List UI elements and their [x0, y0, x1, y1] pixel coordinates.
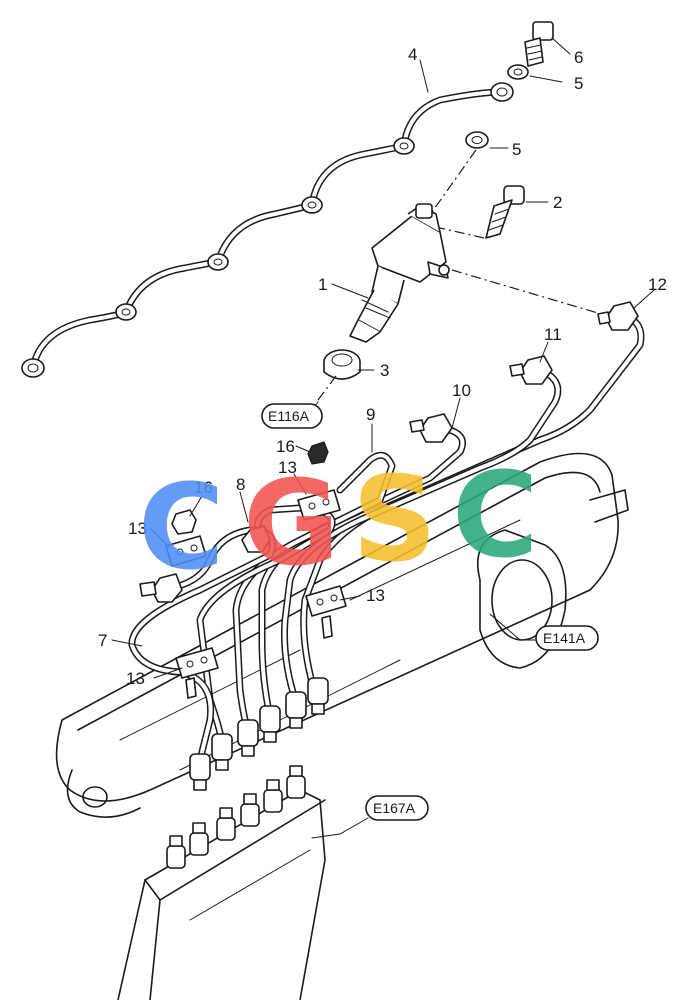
callout-12: 12: [648, 275, 667, 294]
heat-shield-3: [323, 349, 361, 380]
reference-e116a: E116A: [268, 408, 310, 424]
cgsc-watermark: C G S C: [138, 446, 539, 596]
pipe-end-nut-11: [509, 355, 553, 385]
callout-13-right: 13: [366, 586, 385, 605]
pipe-clamp-13-left: [165, 535, 207, 567]
reference-e141a: E141A: [543, 630, 586, 646]
callout-6: 6: [574, 48, 583, 67]
pipe-end-nut-8: [241, 525, 271, 553]
callout-7: 7: [98, 631, 107, 650]
pipe-end-nut-12: [597, 301, 639, 331]
watermark-letter-c2: C: [452, 446, 539, 584]
callout-11: 11: [544, 325, 562, 344]
lower-pipe-nuts: [189, 677, 329, 791]
callout-10: 10: [452, 381, 471, 400]
pipe-clamp-13-right: [305, 585, 347, 639]
callout-13-lower: 13: [126, 669, 145, 688]
reference-labels: E116A E141A E167A: [261, 403, 599, 821]
injection-nozzle-1: [349, 203, 450, 343]
watermark-letter-c1: C: [138, 458, 225, 596]
pipe-clamp-13-lower: [175, 647, 219, 699]
callout-2: 2: [553, 193, 562, 212]
pipe-clamp-13-center: [297, 489, 341, 521]
callout-4: 4: [408, 45, 417, 64]
callout-labels: 1 2 3 4 5 5 6 7 8 9 10 11 12 13 13 13 13…: [98, 45, 667, 688]
leak-off-pipe: [21, 82, 514, 378]
washer-5-lower: [465, 131, 489, 149]
callout-16-center: 16: [276, 437, 295, 456]
callout-8: 8: [236, 475, 245, 494]
callout-1: 1: [318, 275, 327, 294]
reference-e167a: E167A: [373, 800, 416, 816]
callout-3: 3: [380, 361, 389, 380]
callout-13-left: 13: [128, 519, 147, 538]
callout-13-center: 13: [278, 458, 297, 477]
watermark-letter-g: G: [243, 454, 340, 592]
callout-5-lower: 5: [512, 140, 521, 159]
pipe-end-nut-10: [409, 413, 453, 443]
watermark-letter-s: S: [352, 450, 437, 588]
pipe-end-nut-7: [139, 573, 183, 603]
leader-lines: [111, 37, 655, 839]
bolt-2: [485, 185, 525, 239]
callout-5-top: 5: [574, 74, 583, 93]
callout-16-left: 16: [194, 478, 213, 497]
delivery-valve-row: [166, 765, 306, 869]
callout-9: 9: [366, 405, 375, 424]
washer-5-top: [507, 64, 529, 80]
hollow-bolt-6: [524, 21, 554, 67]
injection-pipes: [128, 312, 645, 764]
clamp-nut-16-center: [307, 441, 329, 465]
